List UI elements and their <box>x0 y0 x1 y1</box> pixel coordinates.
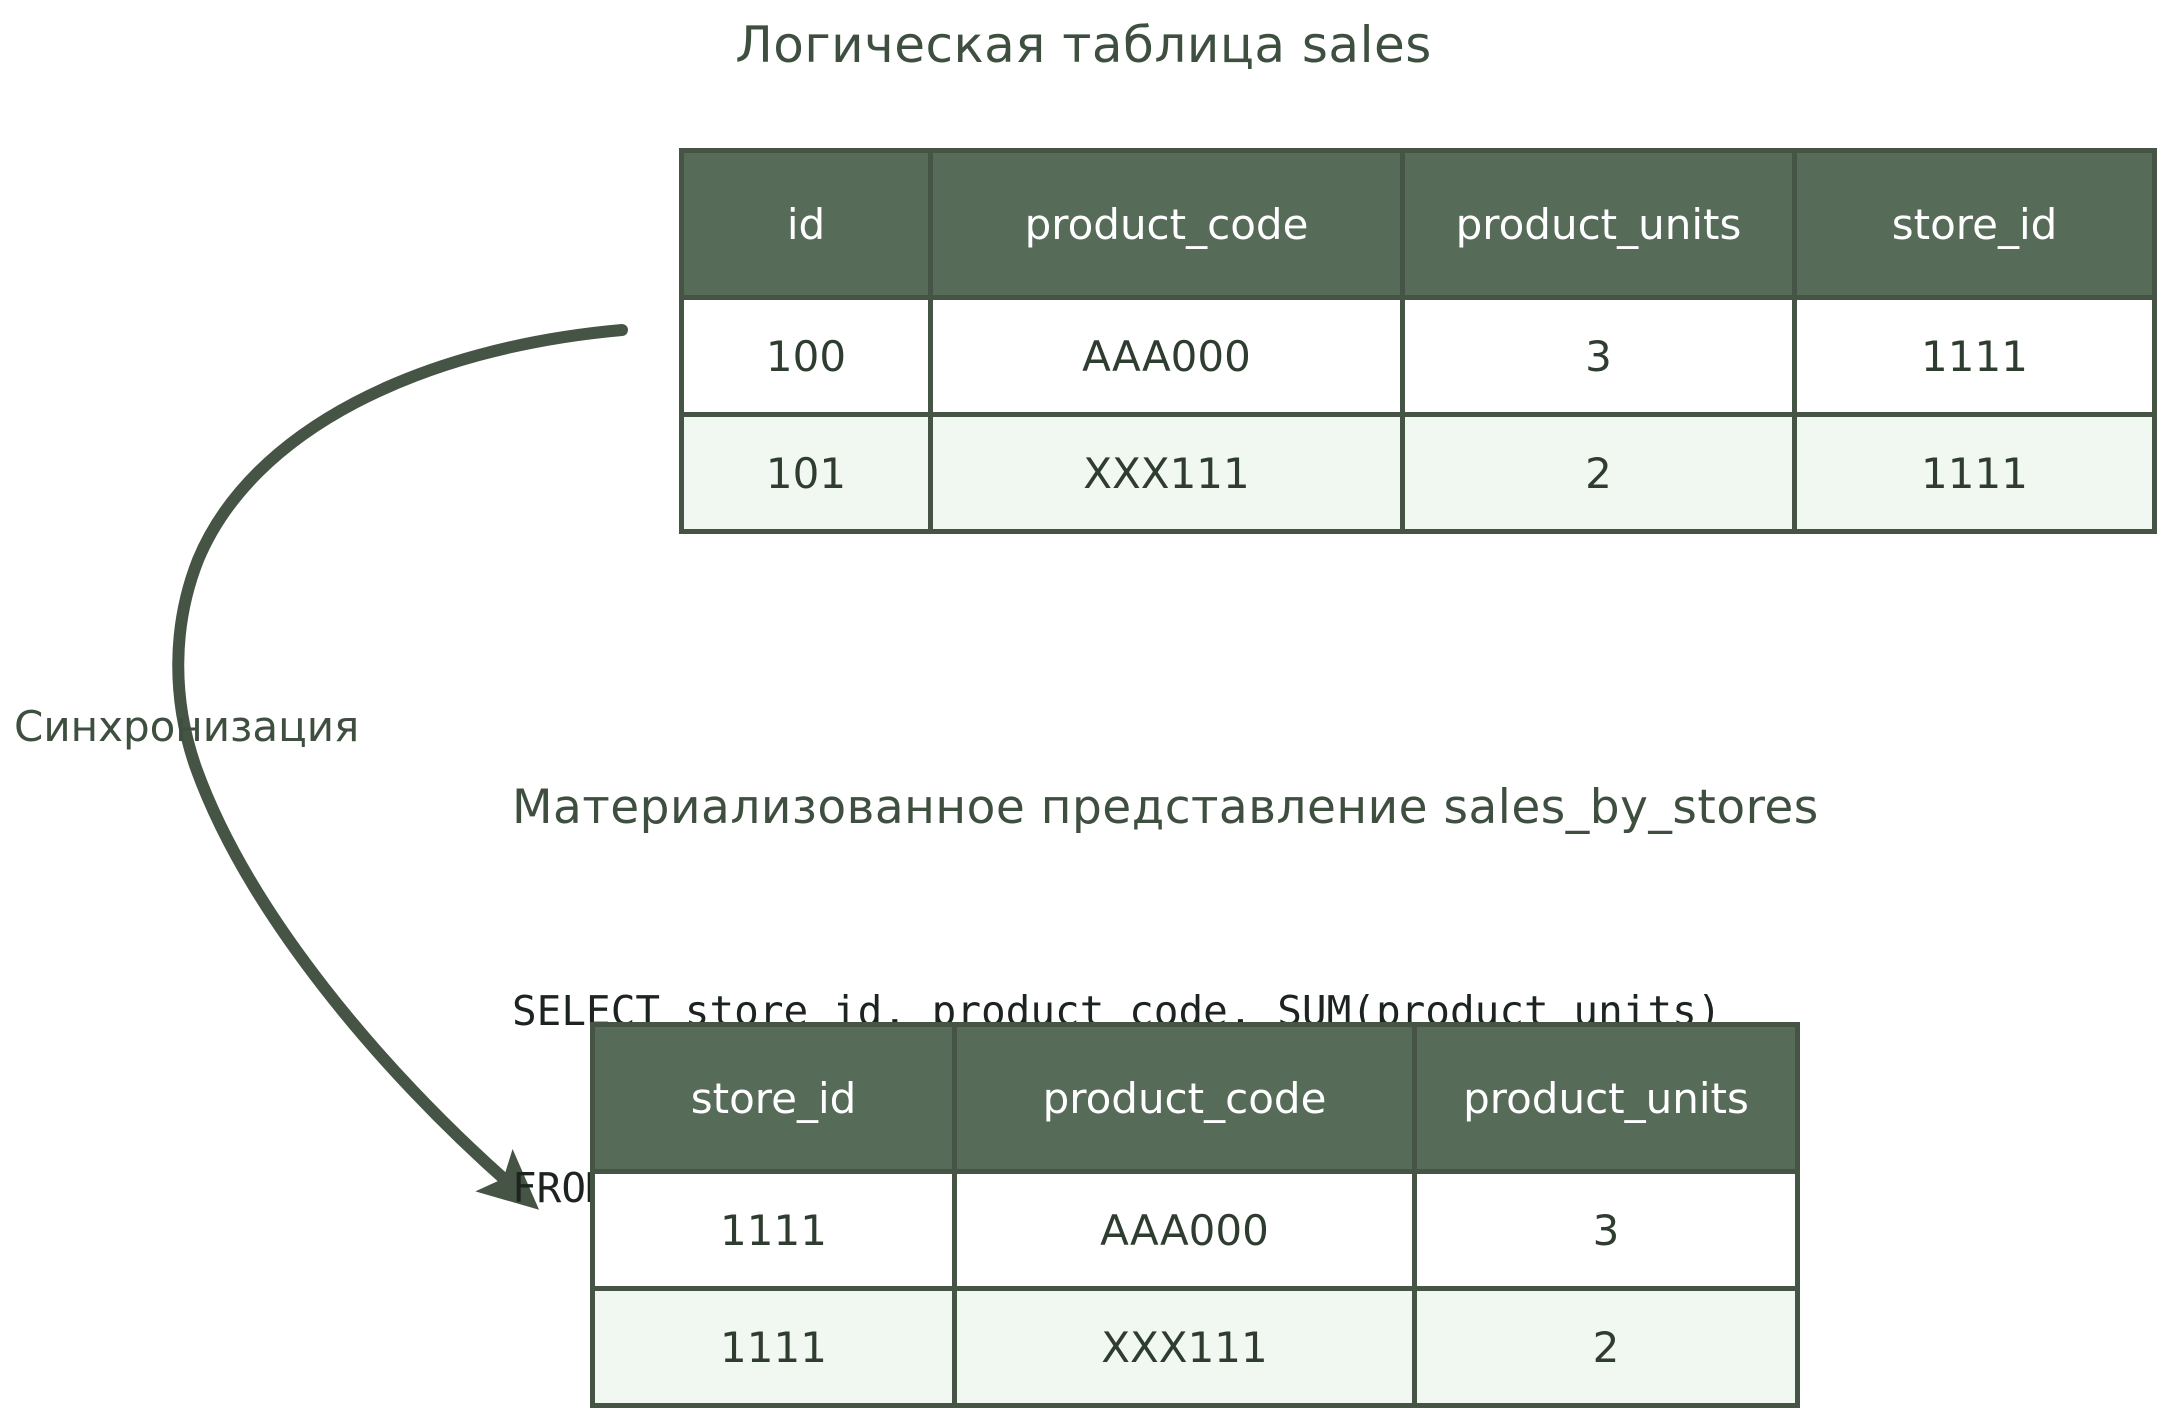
column-header-product-units: product_units <box>1412 1022 1800 1174</box>
cell-store-id: 1111 <box>590 1169 957 1291</box>
table-row: 1111 XXX111 2 <box>590 1286 1800 1408</box>
cell-product-units: 3 <box>1400 295 1797 417</box>
cell-store-id: 1111 <box>1792 295 2157 417</box>
cell-product-code: XXX111 <box>952 1286 1417 1408</box>
cell-id: 101 <box>679 412 933 534</box>
materialized-view-table-sales-by-stores: store_id product_code product_units 1111… <box>590 1022 1800 1408</box>
column-header-id: id <box>679 148 933 300</box>
logical-table-sales: id product_code product_units store_id 1… <box>679 148 2157 534</box>
column-header-product-code: product_code <box>952 1022 1417 1174</box>
column-header-store-id: store_id <box>1792 148 2157 300</box>
column-header-product-units: product_units <box>1400 148 1797 300</box>
column-header-product-code: product_code <box>928 148 1405 300</box>
cell-store-id: 1111 <box>1792 412 2157 534</box>
table-row: 100 AAA000 3 1111 <box>679 295 2157 417</box>
logical-table-title: Логическая таблица sales <box>735 16 1432 74</box>
table-header-row: store_id product_code product_units <box>590 1022 1800 1174</box>
cell-product-units: 3 <box>1412 1169 1800 1291</box>
cell-product-code: XXX111 <box>928 412 1405 534</box>
materialized-view-title: Материализованное представление sales_by… <box>512 780 1819 835</box>
cell-store-id: 1111 <box>590 1286 957 1408</box>
table-row: 101 XXX111 2 1111 <box>679 412 2157 534</box>
table-header-row: id product_code product_units store_id <box>679 148 2157 300</box>
column-header-store-id: store_id <box>590 1022 957 1174</box>
cell-product-code: AAA000 <box>928 295 1405 417</box>
table-row: 1111 AAA000 3 <box>590 1169 1800 1291</box>
sync-label: Синхронизация <box>14 702 360 751</box>
cell-product-code: AAA000 <box>952 1169 1417 1291</box>
cell-product-units: 2 <box>1412 1286 1800 1408</box>
cell-id: 100 <box>679 295 933 417</box>
cell-product-units: 2 <box>1400 412 1797 534</box>
